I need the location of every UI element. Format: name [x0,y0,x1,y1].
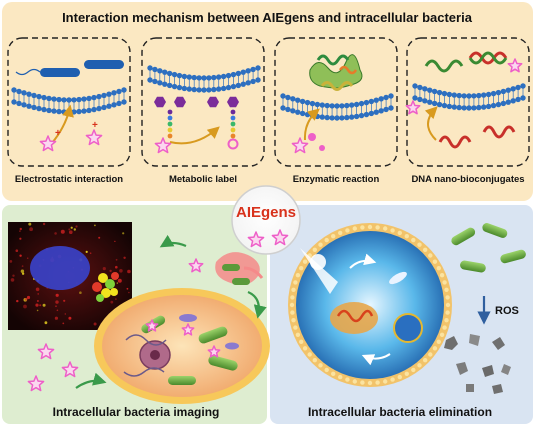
orange-arrow [51,104,74,144]
membrane-group [11,65,526,150]
dna-strand-green [424,59,464,73]
aiegen-stars [27,58,523,392]
mechanism-box-metabolic [141,37,265,167]
host-cell-cytoplasm [102,295,262,397]
enzyme-illustration [303,54,363,141]
enzyme-ribbon [309,54,363,89]
positive-charge: + [55,128,61,139]
orange-arrow [169,126,220,145]
ros-label: ROS [495,305,519,317]
top-panel [2,2,533,201]
figure-title: Interaction mechanism between AIEgens an… [62,10,473,25]
enzyme-helix [338,65,358,75]
enzyme-helix [316,54,350,66]
dna-duplex [468,51,508,65]
cell-interior [296,231,444,379]
free-bacteria [451,223,526,273]
white-arrow [349,253,377,269]
mechanism-box-dna [406,37,530,167]
intracellular-bacterium [198,326,228,344]
electrostatic-illustration: + + [15,60,124,144]
lipid-bilayer [147,65,261,93]
mechanism-box-enzymatic [274,37,398,167]
metabolic-illustration [169,126,220,145]
aiegens-label: AIEgens [236,204,296,221]
orange-arrow [303,108,320,141]
intracellular-bacterium [208,355,238,371]
bacteria-cluster [92,272,119,302]
imaging-label: Intracellular bacteria imaging [53,405,220,419]
mechanism-label: DNA nano-bioconjugates [411,174,524,185]
lipid-bilayer [11,87,127,115]
vesicle [393,313,423,343]
metabolic-markers [154,96,239,150]
dna-strand-red [482,125,516,139]
white-arrow [361,353,391,366]
dna-illustration [424,51,516,149]
chromatin [336,309,374,323]
dead-bacteria [444,334,511,394]
nucleolus [150,350,160,360]
lipid-bilayer [412,83,526,111]
green-arrow [75,372,107,389]
membrane-beads [289,224,451,386]
flagellum [15,68,41,76]
elimination-label: Intracellular bacteria elimination [308,405,492,419]
light-beam [300,248,338,294]
mechanism-label: Enzymatic reaction [293,174,380,185]
host-cell [94,288,270,404]
green-arrow [247,290,267,319]
positive-charge: + [92,120,98,131]
rod-bacterium [40,68,80,77]
lipid-bilayer [280,93,394,121]
bacteria-labeled [215,252,264,285]
mechanism-box-electrostatic [7,37,131,167]
intracellular-bacterium [168,376,196,385]
mitochondrion [225,342,239,350]
rod-bacterium [84,60,124,69]
dna-duplex [468,51,508,65]
nucleus-blue [30,246,90,290]
dna-strand-red [438,135,472,149]
light-flare [310,254,326,270]
mechanism-label: Metabolic label [169,174,237,185]
orange-arrow [424,106,438,141]
enzyme-helix [320,81,354,91]
endoplasmic-reticulum [123,334,167,377]
green-arrow [159,234,187,248]
bacterium-fragment [389,271,407,285]
mitochondrion [179,314,197,322]
treated-cell [288,223,452,387]
cell-nucleus [330,302,378,334]
mechanism-label: Electrostatic interaction [15,174,123,185]
